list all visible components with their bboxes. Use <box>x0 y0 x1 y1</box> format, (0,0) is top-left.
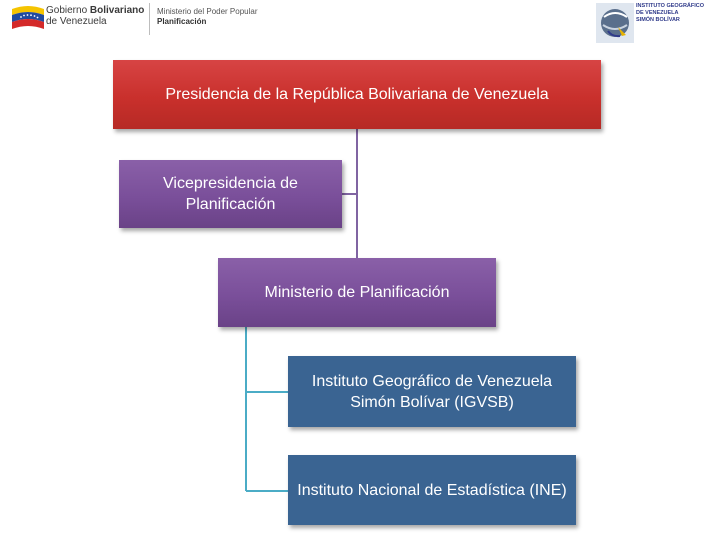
header-divider <box>149 3 150 35</box>
vicepresidency-box: Vicepresidencia de Planificación <box>119 160 342 228</box>
gov-text: Gobierno Bolivariano de Venezuela <box>46 5 144 27</box>
venezuela-flag-icon <box>12 6 44 29</box>
ministry-label: Ministerio de Planificación <box>264 284 450 301</box>
presidency-label: Presidencia de la República Bolivariana … <box>165 86 549 103</box>
igvsb-line1: INSTITUTO GEOGRÁFICO <box>636 3 705 9</box>
gov-line1: Gobierno <box>46 5 88 16</box>
vicepresidency-label: Vicepresidencia de Planificación <box>163 175 298 213</box>
gov-line2: de Venezuela <box>46 16 107 27</box>
ministry-text: Ministerio del Poder Popular Planificaci… <box>157 7 258 27</box>
presidency-box: Presidencia de la República Bolivariana … <box>113 60 601 129</box>
ine-label: Instituto Nacional de Estadística (INE) <box>297 481 567 499</box>
igvsb-label: Instituto Geográfico de Venezuela Simón … <box>311 372 553 411</box>
igvsb-line2: DE VENEZUELA <box>636 10 679 16</box>
globe-icon <box>596 3 634 43</box>
igvsb-box: Instituto Geográfico de Venezuela Simón … <box>288 356 576 427</box>
gov-line1-bold: Bolivariano <box>89 5 145 16</box>
igvsb-logo: INSTITUTO GEOGRÁFICO DE VENEZUELA SIMÓN … <box>596 3 708 45</box>
ine-box: Instituto Nacional de Estadística (INE) <box>288 455 576 525</box>
ministry-line2: Planificación <box>157 17 207 26</box>
igvsb-text: INSTITUTO GEOGRÁFICO DE VENEZUELA SIMÓN … <box>636 3 704 24</box>
igvsb-line3: SIMÓN BOLÍVAR <box>636 17 680 23</box>
ministry-line1: Ministerio del Poder Popular <box>157 7 258 16</box>
gobierno-bolivariano-logo: Gobierno Bolivariano de Venezuela Minist… <box>12 3 262 37</box>
ministry-box: Ministerio de Planificación <box>218 258 496 327</box>
